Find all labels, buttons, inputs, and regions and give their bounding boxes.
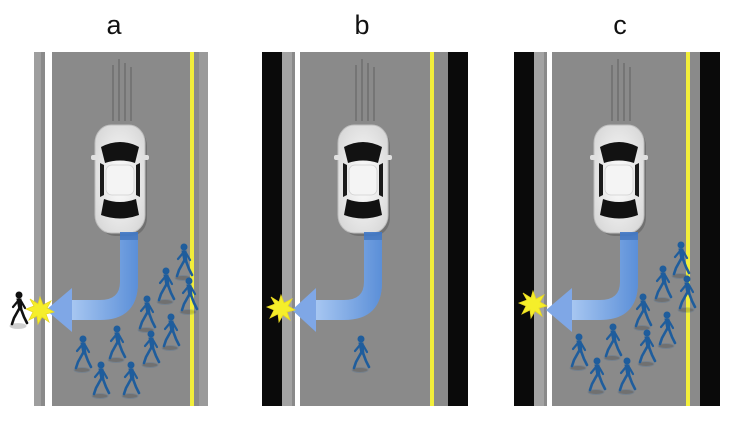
bystander-pedestrian-icon [8, 290, 29, 330]
panel-label-b: b [354, 10, 370, 40]
swerve-arrow-icon [292, 232, 382, 332]
swerve-arrow-icon [546, 232, 638, 332]
yellow-lane-line [190, 52, 194, 406]
panel-b [262, 52, 468, 406]
white-lane-line [547, 52, 552, 406]
barrier-right [448, 52, 468, 406]
barrier-left [514, 52, 534, 406]
panel-c [514, 52, 720, 406]
panel-a [8, 52, 208, 406]
panel-label-a: a [106, 10, 122, 40]
barrier-left [262, 52, 282, 406]
white-lane-line [295, 52, 300, 406]
panel-label-c: c [613, 10, 627, 40]
yellow-lane-line [686, 52, 690, 406]
yellow-lane-line [430, 52, 434, 406]
white-lane-line [45, 52, 52, 406]
barrier-right [700, 52, 720, 406]
swerve-arrow-icon [46, 232, 138, 332]
